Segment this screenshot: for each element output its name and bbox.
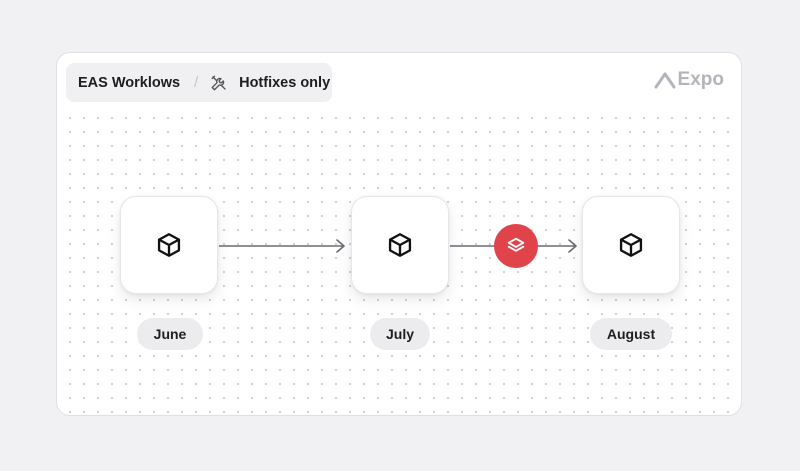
build-node-june[interactable] [120,196,218,294]
connector-july-hotfix [450,245,495,247]
layers-icon [507,237,525,252]
tools-icon [210,74,228,92]
breadcrumb: EAS Worklows / Hotfixes only [66,63,332,102]
package-icon [157,233,181,257]
breadcrumb-filter[interactable]: Hotfixes only [239,74,331,91]
expo-chevron-icon [654,72,676,89]
connector-june-july [219,239,345,253]
breadcrumb-workflow[interactable]: EAS Worklows [78,74,181,91]
expo-logo: Expo [654,69,724,91]
timeline-label-july: July [370,318,430,350]
connector-hotfix-august [538,239,577,253]
timeline-label-august: August [590,318,672,350]
workflow-card: EAS Worklows / Hotfixes only Expo [56,52,742,416]
expo-logo-text: Expo [677,69,724,90]
timeline-label-june: June [137,318,203,350]
hotfix-marker[interactable] [494,224,538,268]
build-node-august[interactable] [582,196,680,294]
package-icon [388,233,412,257]
package-icon [619,233,643,257]
build-node-july[interactable] [351,196,449,294]
breadcrumb-separator: / [194,74,199,91]
